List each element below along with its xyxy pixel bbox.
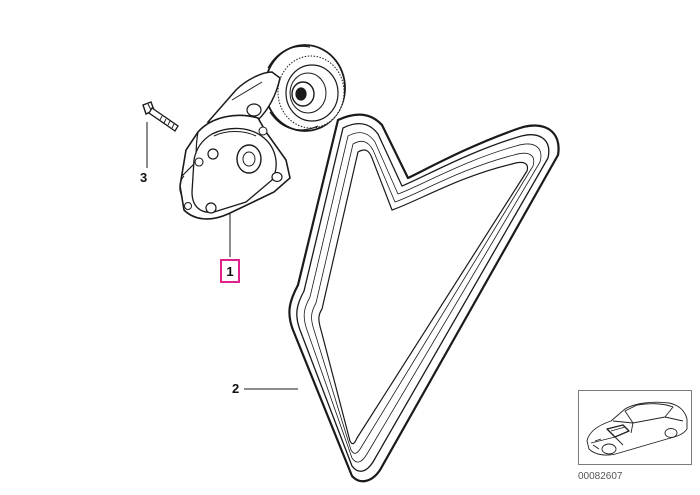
vehicle-thumbnail	[578, 390, 692, 465]
callout-belt[interactable]: 2	[232, 381, 240, 396]
car-icon	[586, 401, 688, 456]
callout-tensioner-highlight[interactable]: 1	[220, 259, 240, 283]
callout-tensioner[interactable]: 1	[226, 264, 234, 279]
idler-pulley[interactable]	[264, 44, 346, 132]
tensioner-arm	[206, 71, 281, 129]
leader-lines	[146, 122, 298, 390]
diagram-id: 00082607	[578, 471, 623, 482]
belt-tensioner[interactable]	[179, 114, 291, 220]
bolt[interactable]	[142, 101, 179, 132]
callout-bolt[interactable]: 3	[140, 170, 148, 185]
ribbed-belt[interactable]	[288, 113, 560, 483]
